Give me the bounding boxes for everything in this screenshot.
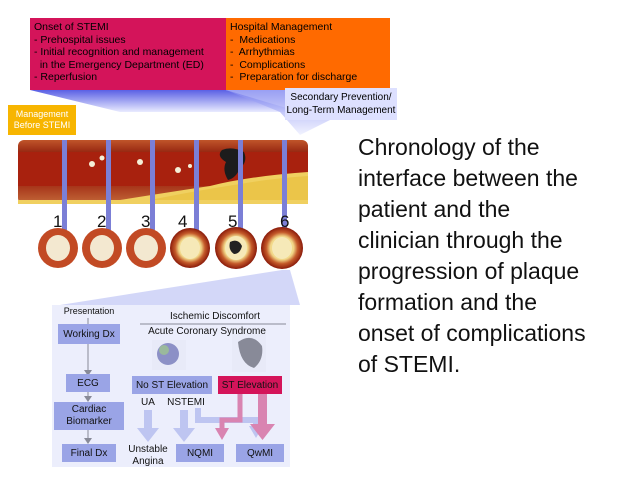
- final-dx-box: Final Dx: [62, 444, 116, 462]
- lumen: [90, 235, 114, 261]
- nqmi-label: NQMI: [186, 447, 214, 459]
- lumen: [180, 237, 200, 259]
- title-line: patient and the: [358, 196, 511, 222]
- working-dx-label: Working Dx: [63, 328, 115, 340]
- thrombus-section: [229, 240, 242, 254]
- secondary-prevention-box: Secondary Prevention/ Long-Term Manageme…: [285, 88, 397, 120]
- slide-title: Chronology of the interface between the …: [358, 132, 636, 380]
- st-elevation-label: ST Elevation: [221, 379, 279, 391]
- onset-line: - Prehospital issues: [34, 33, 126, 46]
- title-line: formation and the: [358, 289, 538, 315]
- onset-line: - Initial recognition and management: [34, 46, 204, 58]
- no-st-elevation-label: No ST Elevation: [135, 379, 209, 391]
- secondary-line: Long-Term Management: [286, 105, 396, 116]
- ischemic-discomfort-label: Ischemic Discomfort: [169, 311, 260, 322]
- onset-line: Onset of STEMI: [34, 21, 109, 33]
- title-line: of STEMI.: [358, 351, 461, 377]
- biomarker-label: Biomarker: [66, 416, 112, 427]
- presentation-label: Presentation: [63, 306, 115, 316]
- st-elevation-box: ST Elevation: [218, 376, 282, 394]
- title-line: Chronology of the: [358, 134, 540, 160]
- management-line: Management: [15, 109, 69, 119]
- unstable-line: Unstable: [128, 444, 168, 455]
- onset-line: in the Emergency Department (ED): [34, 58, 204, 71]
- hospital-line: Hospital Management: [230, 21, 333, 33]
- cell: [137, 159, 143, 165]
- flow-fan: [60, 270, 300, 305]
- stage-number: 5: [228, 212, 238, 231]
- cell: [99, 155, 105, 161]
- stage-number: 1: [53, 212, 63, 231]
- cell: [188, 164, 192, 168]
- cardiac-biomarker-box: Cardiac Biomarker: [54, 402, 124, 430]
- hospital-line: - Arrhythmias: [230, 46, 295, 58]
- stage-number: 6: [280, 212, 290, 231]
- onset-line: - Reperfusion: [34, 71, 98, 83]
- stage-number: 3: [141, 212, 151, 231]
- nstemi-label: NSTEMI: [167, 397, 205, 408]
- hospital-line: - Medications: [230, 33, 296, 46]
- stage-post: [194, 140, 199, 230]
- title-line: clinician through the: [358, 227, 563, 253]
- stage-post: [62, 140, 67, 230]
- cell: [175, 167, 181, 173]
- cardiac-label: Cardiac: [71, 404, 107, 415]
- nqmi-box: NQMI: [176, 444, 224, 462]
- stage-post: [106, 140, 111, 230]
- title-line: progression of plaque: [358, 258, 580, 284]
- acs-label: Acute Coronary Syndrome: [148, 326, 266, 337]
- final-dx-label: Final Dx: [70, 447, 108, 459]
- lumen: [46, 235, 70, 261]
- hospital-management-box: Hospital Management - Medications - Arrh…: [226, 18, 390, 90]
- lumen: [134, 235, 158, 261]
- hospital-line: - Complications: [230, 58, 306, 71]
- angina-line: Angina: [132, 456, 164, 467]
- title-line: onset of complications: [358, 320, 586, 346]
- plaque-fill: [150, 176, 308, 200]
- hospital-line: - Preparation for discharge: [230, 71, 358, 83]
- unstable-angina-label: Unstable Angina: [126, 444, 170, 468]
- ecg-label: ECG: [77, 377, 99, 389]
- title-line: interface between the: [358, 165, 578, 191]
- ua-label: UA: [141, 397, 155, 408]
- working-dx-box: Working Dx: [58, 324, 120, 344]
- qwmi-box: QwMI: [236, 444, 284, 462]
- lumen: [272, 237, 292, 259]
- ecg-box: ECG: [66, 374, 110, 392]
- no-st-elevation-box: No ST Elevation: [132, 376, 212, 394]
- onset-fan: [30, 90, 300, 112]
- stage-number: 4: [178, 212, 188, 231]
- cell: [89, 161, 95, 167]
- qwmi-label: QwMI: [246, 447, 274, 459]
- management-line: Before STEMI: [13, 120, 71, 130]
- stage-post: [238, 140, 243, 230]
- management-before-stemi-box: Management Before STEMI: [8, 105, 76, 135]
- stage-post: [150, 140, 155, 230]
- stage-post: [282, 140, 287, 230]
- stage-number: 2: [97, 212, 107, 231]
- onset-stemi-box: Onset of STEMI - Prehospital issues - In…: [30, 18, 226, 90]
- secondary-line: Secondary Prevention/: [290, 92, 392, 103]
